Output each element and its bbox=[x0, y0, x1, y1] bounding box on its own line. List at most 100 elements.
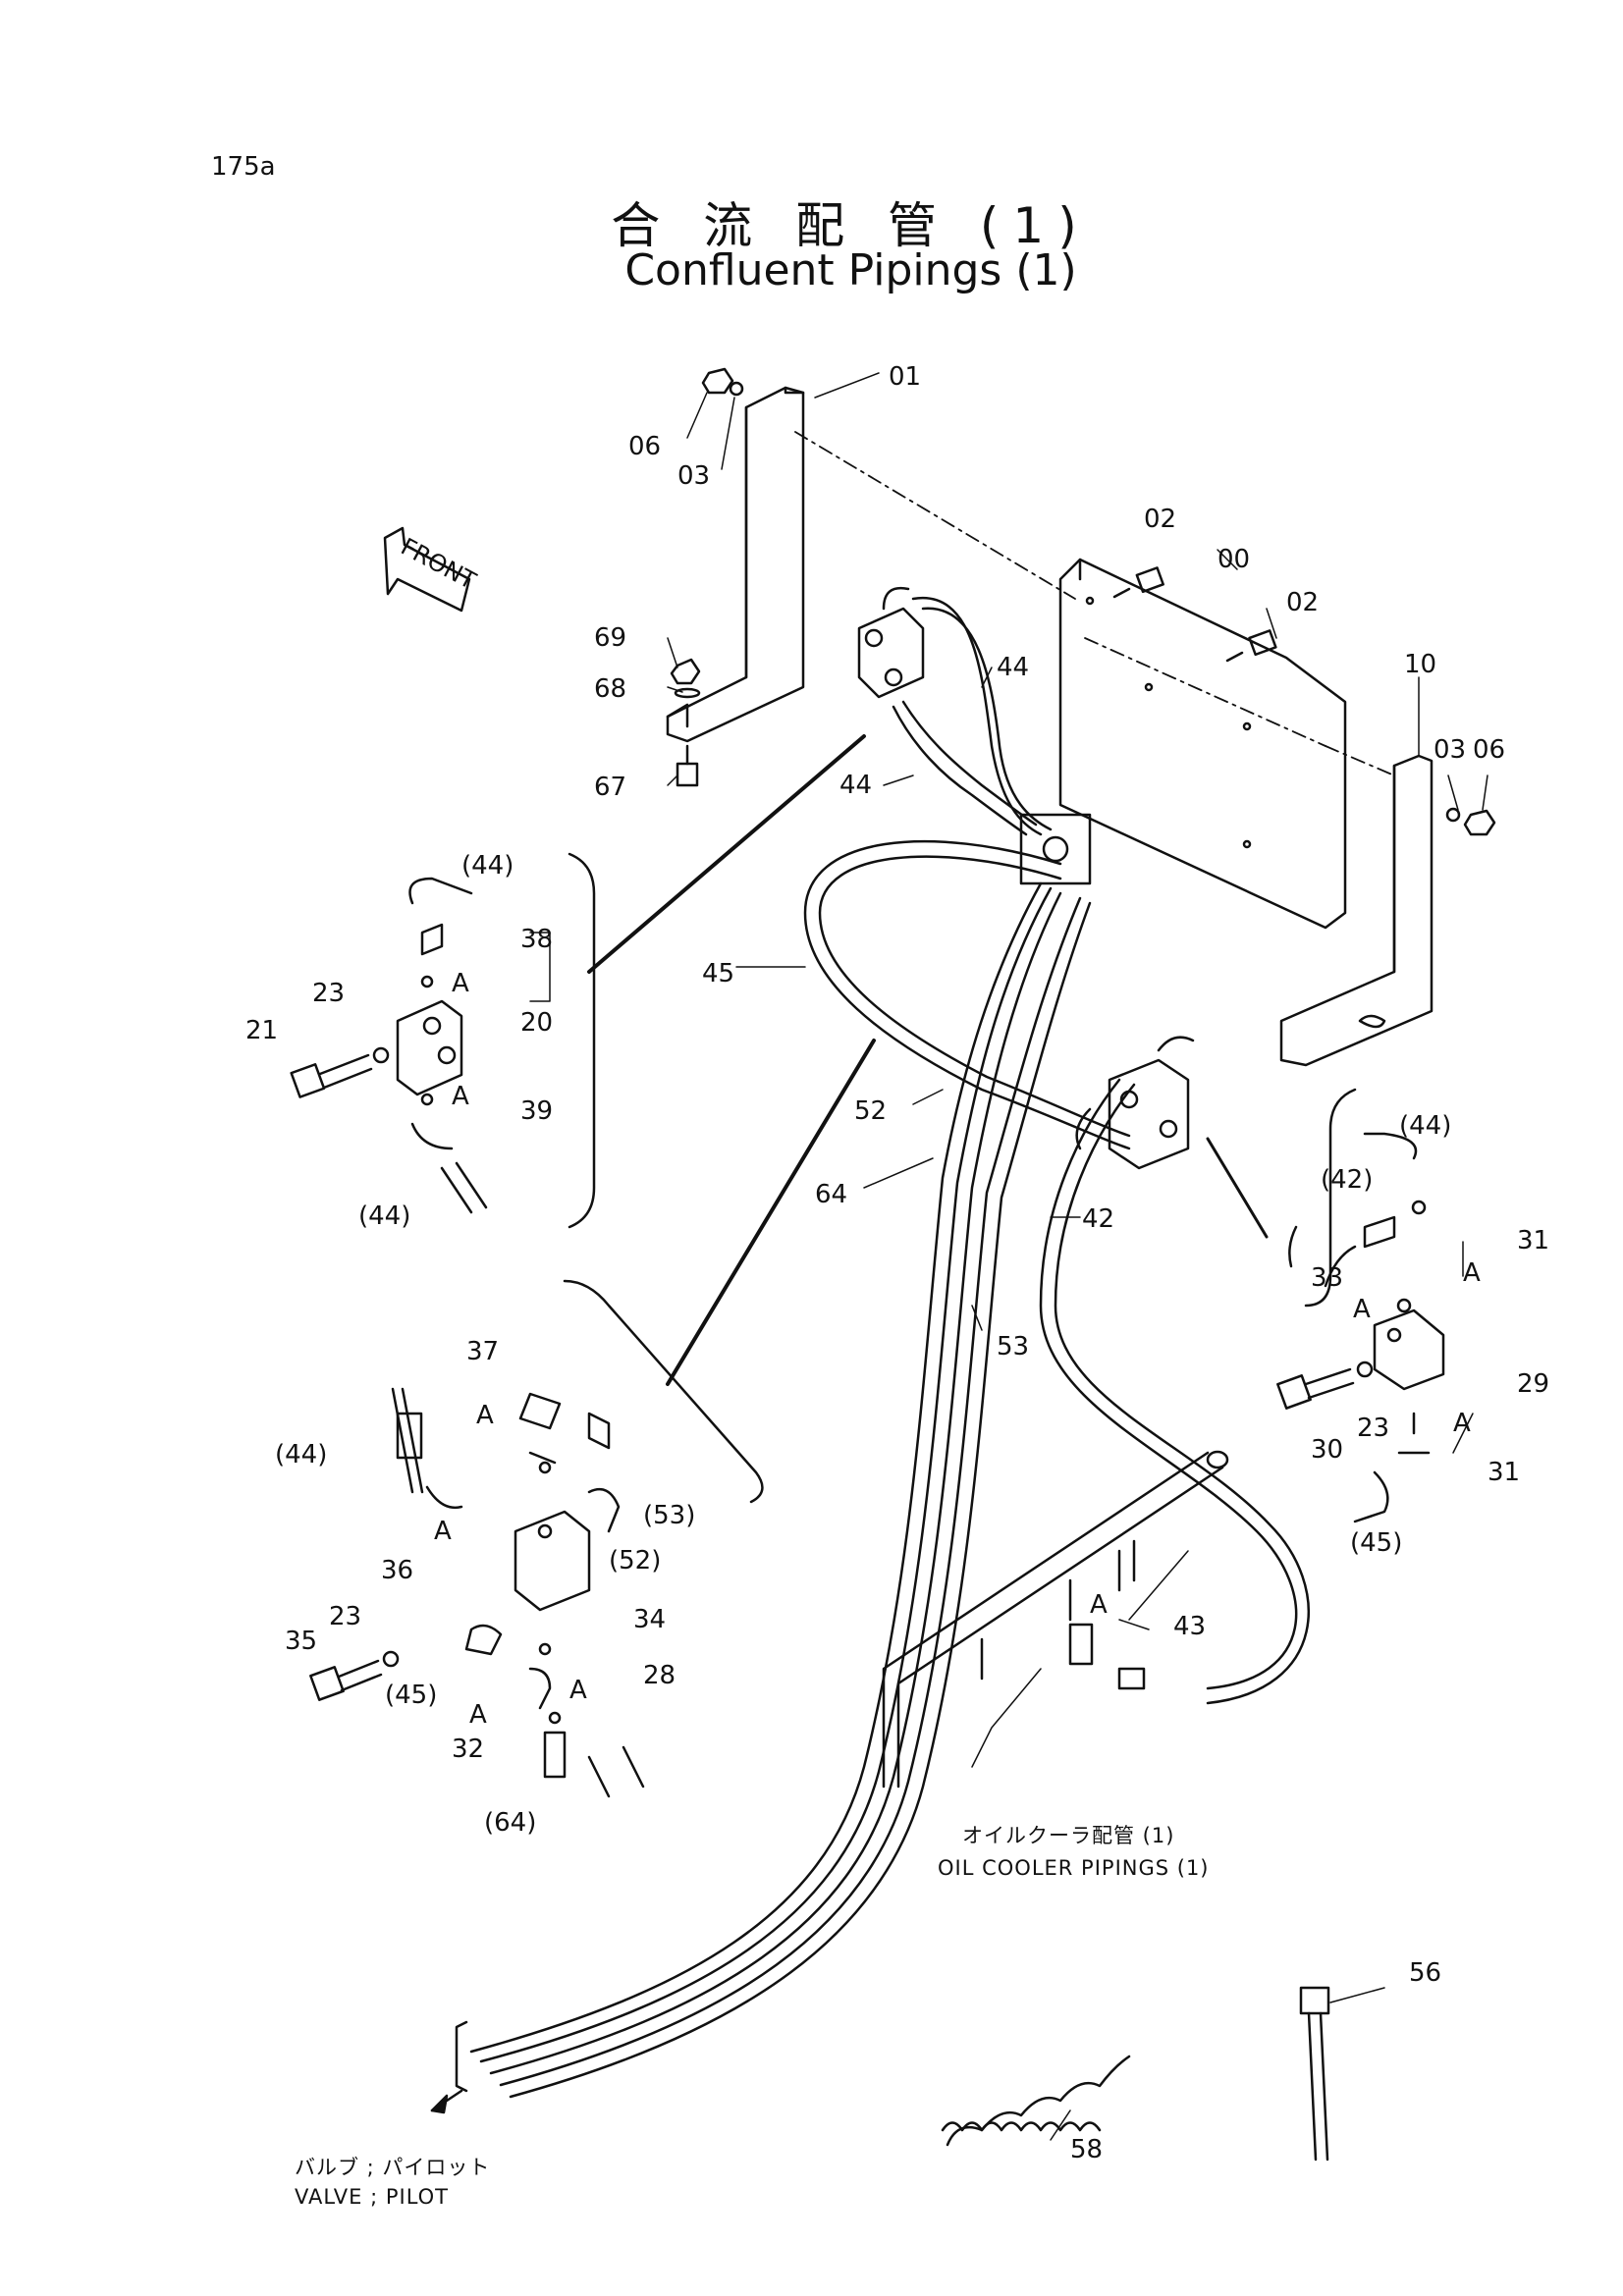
label-44-paren-d: (44) bbox=[275, 1440, 327, 1469]
label-29: 29 bbox=[1517, 1369, 1549, 1399]
label-00: 00 bbox=[1217, 545, 1250, 574]
bracket-brace-1 bbox=[568, 852, 596, 1229]
washer-23-b bbox=[1356, 1361, 1374, 1378]
oil-cooler-note-en: OIL COOLER PIPINGS (1) bbox=[938, 1856, 1210, 1880]
label-56: 56 bbox=[1409, 1958, 1441, 1988]
label-02-b: 02 bbox=[1286, 588, 1319, 617]
label-a-10: A bbox=[1090, 1590, 1108, 1620]
front-arrow-icon bbox=[383, 526, 471, 613]
label-44-paren-c: (44) bbox=[1399, 1111, 1451, 1141]
leader-line-2 bbox=[1206, 1137, 1269, 1239]
label-a-6: A bbox=[476, 1401, 494, 1430]
valve-note-en: VALVE ; PILOT bbox=[295, 2185, 449, 2209]
label-69: 69 bbox=[594, 623, 626, 653]
bolt-02-a bbox=[1112, 566, 1164, 599]
title-english: Confluent Pipings (1) bbox=[624, 245, 1077, 295]
label-52-paren: (52) bbox=[609, 1546, 661, 1575]
label-a-7: A bbox=[434, 1517, 452, 1546]
washer-68 bbox=[674, 687, 701, 699]
label-10: 10 bbox=[1404, 650, 1436, 679]
label-58: 58 bbox=[1070, 2135, 1103, 2164]
oil-cooler-pipe bbox=[882, 1450, 1229, 1789]
bolt-02-b bbox=[1225, 629, 1277, 663]
label-68: 68 bbox=[594, 674, 626, 704]
hose-42 bbox=[1039, 1078, 1310, 1705]
spiral-wrap-58 bbox=[941, 2055, 1131, 2147]
label-a-1: A bbox=[452, 969, 469, 998]
hose-45 bbox=[803, 839, 1131, 1150]
label-33: 33 bbox=[1311, 1263, 1343, 1293]
nut-06-left bbox=[701, 367, 734, 395]
label-31-a: 31 bbox=[1517, 1226, 1549, 1255]
washer-03-right bbox=[1445, 807, 1461, 823]
label-06-left: 06 bbox=[628, 432, 661, 461]
label-a-8: A bbox=[469, 1700, 487, 1730]
label-64-paren: (64) bbox=[484, 1808, 536, 1838]
label-23-a: 23 bbox=[312, 979, 345, 1008]
label-30: 30 bbox=[1311, 1435, 1343, 1465]
label-45: 45 bbox=[702, 959, 734, 988]
valve-block-upper bbox=[857, 586, 925, 699]
hose-44-upper bbox=[911, 596, 1053, 836]
detail-block-34 bbox=[391, 1387, 645, 1798]
label-a-3: A bbox=[1463, 1258, 1481, 1288]
label-35: 35 bbox=[285, 1627, 317, 1656]
label-45-paren-a: (45) bbox=[1350, 1528, 1402, 1558]
label-01: 01 bbox=[889, 362, 921, 392]
label-20: 20 bbox=[520, 1008, 553, 1038]
plate-00 bbox=[1058, 558, 1347, 930]
page-number: 175a bbox=[211, 152, 276, 182]
central-fittings bbox=[1019, 813, 1092, 885]
label-53-paren: (53) bbox=[643, 1501, 695, 1530]
leader-line-3 bbox=[666, 1039, 876, 1386]
label-a-5: A bbox=[1453, 1409, 1471, 1438]
label-45-paren-b: (45) bbox=[385, 1681, 437, 1710]
bolt-21 bbox=[290, 1053, 373, 1098]
valve-block-lower bbox=[1075, 1036, 1195, 1170]
leader-line-1 bbox=[587, 734, 866, 974]
bracket-brace-3 bbox=[563, 1279, 764, 1504]
label-28: 28 bbox=[643, 1661, 676, 1690]
label-03-right: 03 bbox=[1434, 735, 1466, 765]
label-44-b: 44 bbox=[839, 771, 872, 800]
label-42: 42 bbox=[1082, 1204, 1114, 1234]
label-03-left: 03 bbox=[677, 461, 710, 491]
cable-tie-56 bbox=[1299, 1986, 1330, 2162]
bolt-35 bbox=[309, 1659, 383, 1701]
label-06-right: 06 bbox=[1473, 735, 1505, 765]
bolt-67 bbox=[676, 744, 699, 787]
label-52: 52 bbox=[854, 1096, 887, 1126]
valve-pilot-arrow-icon bbox=[430, 2020, 468, 2114]
fitting-43 bbox=[1068, 1623, 1146, 1690]
bracket-brace-2 bbox=[1304, 1088, 1357, 1308]
label-43: 43 bbox=[1173, 1612, 1206, 1641]
hose-bundle-52-64-53 bbox=[469, 881, 1092, 2099]
label-53: 53 bbox=[997, 1332, 1029, 1362]
label-67: 67 bbox=[594, 773, 626, 802]
oil-cooler-note-jp: オイルクーラ配管 (1) bbox=[962, 1824, 1174, 1847]
label-64: 64 bbox=[815, 1180, 847, 1209]
label-23-b: 23 bbox=[1357, 1414, 1389, 1443]
label-21: 21 bbox=[245, 1016, 278, 1045]
label-a-4: A bbox=[1353, 1295, 1371, 1324]
label-32: 32 bbox=[452, 1735, 484, 1764]
washer-03-left bbox=[729, 381, 744, 397]
hose-44-lower bbox=[892, 700, 1038, 836]
label-23-c: 23 bbox=[329, 1602, 361, 1631]
detail-block-29 bbox=[1288, 1132, 1445, 1523]
label-44-paren-a: (44) bbox=[461, 851, 514, 881]
label-36: 36 bbox=[381, 1556, 413, 1585]
label-34: 34 bbox=[633, 1605, 666, 1634]
label-42-paren: (42) bbox=[1321, 1165, 1373, 1195]
label-a-2: A bbox=[452, 1082, 469, 1111]
nut-06-right bbox=[1463, 809, 1496, 836]
label-37: 37 bbox=[466, 1337, 499, 1366]
valve-note-jp: バルブ ; パイロット bbox=[295, 2156, 490, 2179]
label-31-b: 31 bbox=[1488, 1458, 1520, 1487]
bolt-30 bbox=[1276, 1367, 1355, 1410]
bracket-10 bbox=[1279, 754, 1434, 1067]
label-a-9: A bbox=[569, 1676, 587, 1705]
title-japanese: 合 流 配 管 (1) bbox=[611, 197, 1091, 254]
washer-23-c bbox=[382, 1650, 400, 1668]
